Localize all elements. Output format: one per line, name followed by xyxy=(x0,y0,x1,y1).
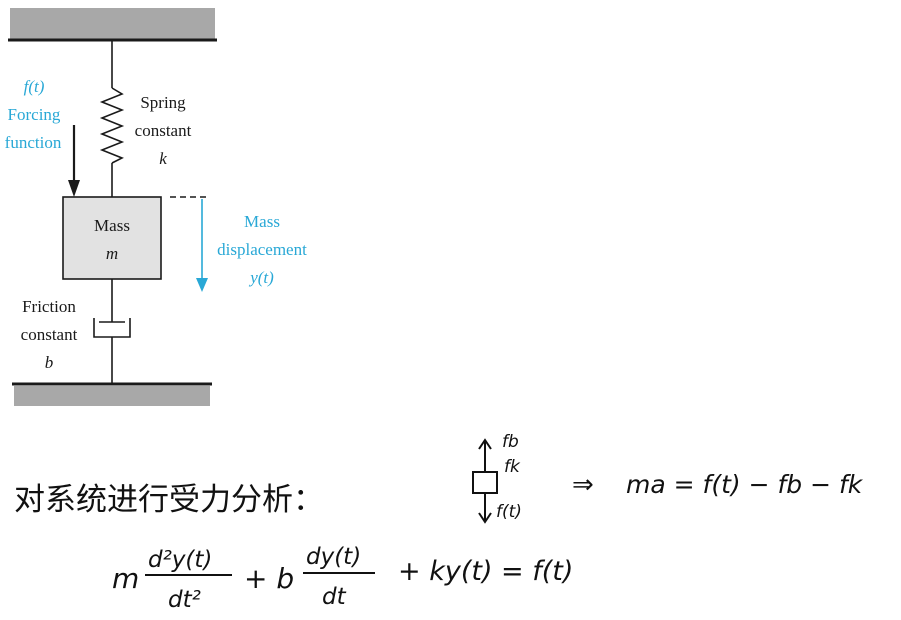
fbd-fb-label: fb xyxy=(502,432,519,452)
ode-d1-denominator: dt xyxy=(322,584,347,610)
forcing-symbol: f(t) xyxy=(24,77,45,96)
friction-symbol: b xyxy=(45,353,54,372)
ode-plus-b: + b xyxy=(244,562,294,595)
damper xyxy=(93,279,131,384)
mass-symbol: m xyxy=(106,244,118,263)
displacement-arrow xyxy=(196,199,208,292)
displacement-label-line1: Mass xyxy=(244,212,280,231)
ode-m: m xyxy=(112,562,139,595)
implies-arrow: ⇒ xyxy=(572,470,594,500)
fbd-fk-label: fk xyxy=(504,457,521,477)
ode-d2-numerator: d²y(t) xyxy=(148,547,212,573)
displacement-label-line2: displacement xyxy=(217,240,307,259)
mass-block xyxy=(62,196,162,280)
forcing-label-line1: Forcing xyxy=(8,105,61,124)
free-body-diagram xyxy=(472,438,498,524)
ode-d2-denominator: dt² xyxy=(168,587,201,613)
mass-label: Mass xyxy=(94,216,130,235)
ode-d1-numerator: dy(t) xyxy=(306,544,361,570)
forcing-arrow xyxy=(68,125,80,197)
ceiling xyxy=(8,8,217,42)
spring-label-line2: constant xyxy=(135,121,192,140)
friction-label-line2: constant xyxy=(21,325,78,344)
forcing-label-line2: function xyxy=(5,133,62,152)
force-analysis-heading: 对系统进行受力分析： xyxy=(14,482,324,518)
spring-symbol: k xyxy=(159,149,167,168)
floor xyxy=(12,382,212,406)
fbd-ft-label: f(t) xyxy=(496,502,522,522)
newton-equation: ma = f(t) − fb − fk xyxy=(626,470,864,499)
ode-tail: + ky(t) = f(t) xyxy=(398,556,573,587)
spring-label-line1: Spring xyxy=(140,93,186,112)
displacement-symbol: y(t) xyxy=(248,268,274,287)
friction-label-line1: Friction xyxy=(22,297,76,316)
spring xyxy=(99,40,125,197)
differential-equation: m d²y(t) dt² + b dy(t) dt + ky(t) = f(t) xyxy=(112,544,573,613)
